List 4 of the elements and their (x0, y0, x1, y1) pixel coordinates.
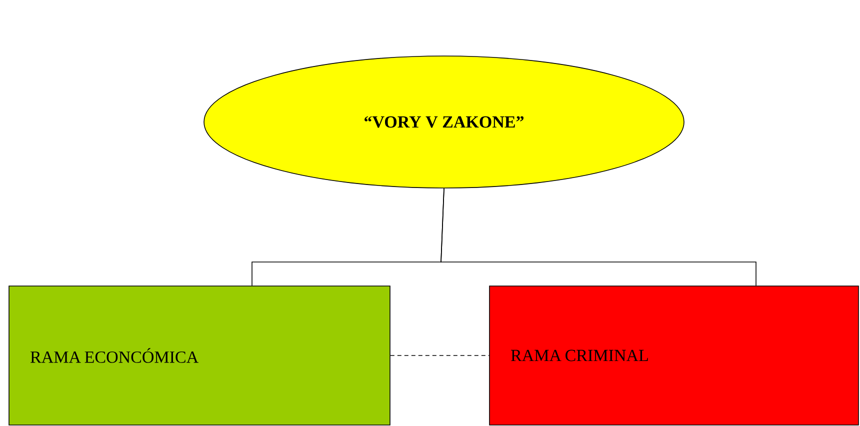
branch-box: RAMA CRIMINAL (489, 286, 859, 426)
connector-line (440, 188, 756, 286)
dashed-line (390, 355, 490, 356)
branch-box: RAMA ECONCÓMICA (8, 286, 390, 426)
